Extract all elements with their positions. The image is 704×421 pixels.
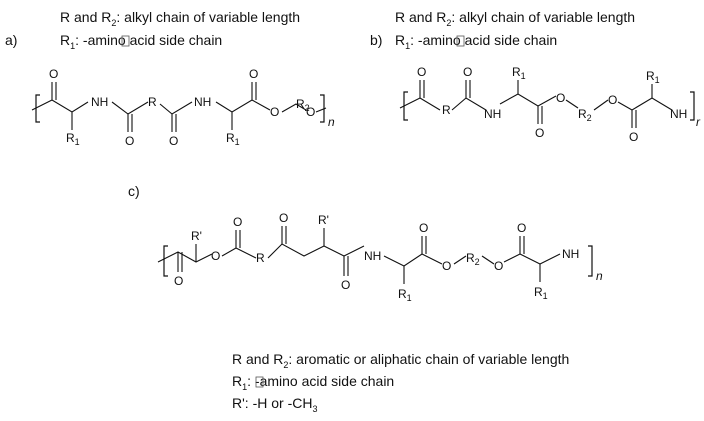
panel-b-legend-line2: R1: -amino acid side chain <box>395 32 557 51</box>
atom-o: O <box>306 105 315 119</box>
atom-nh: NH <box>484 107 501 121</box>
right-bracket <box>588 245 593 277</box>
missing-glyph-box <box>456 35 465 47</box>
atom-nh: NH <box>562 247 579 261</box>
atom-r1: R1 <box>398 287 412 303</box>
atom-o: O <box>556 91 565 105</box>
atom-o: O <box>629 130 638 144</box>
atom-r1: R1 <box>534 285 548 301</box>
panel-b-legend-line1: R and R2: alkyl chain of variable length <box>395 9 635 28</box>
panel-c-legend-line2: R1: -amino acid side chain <box>232 373 394 392</box>
atom-o: O <box>233 215 242 229</box>
atom-o: O <box>174 274 183 288</box>
atom-nh: NH <box>364 249 381 263</box>
missing-glyph-box <box>255 376 264 388</box>
atom-o: O <box>494 259 503 273</box>
left-bracket <box>35 94 40 123</box>
repeat-index: n <box>328 115 335 129</box>
atom-r2: R2 <box>296 97 310 113</box>
atom-o: O <box>608 93 617 107</box>
panel-b-label: b) <box>370 32 382 48</box>
atom-o: O <box>211 249 220 263</box>
atom-nh: NH <box>91 95 108 109</box>
panel-b: R and R2: alkyl chain of variable length… <box>370 9 701 144</box>
atom-o: O <box>249 67 258 81</box>
atom-r1: R1 <box>512 65 526 81</box>
atom-r: R <box>148 95 157 109</box>
atom-nh: NH <box>670 107 687 121</box>
panel-a-legend-line2: R1: -amino acid side chain <box>60 32 222 51</box>
panel-a-legend-line1: R and R2: alkyl chain of variable length <box>60 9 300 28</box>
atom-o: O <box>442 259 451 273</box>
right-bracket <box>690 91 695 121</box>
atom-nh: NH <box>194 95 211 109</box>
left-bracket <box>163 245 168 277</box>
panel-a-structure: O NH R O O NH O O R2 O R1 R1 n <box>31 67 335 148</box>
repeat-index: r <box>696 115 701 129</box>
panel-c-structure: R' O O O R O R' O NH O O R2 O O NH R1 R1… <box>157 211 603 303</box>
panel-a-label: a) <box>5 32 17 48</box>
atom-o: O <box>417 65 426 79</box>
atom-o: O <box>49 67 58 81</box>
atom-o: O <box>341 278 350 292</box>
atom-o: O <box>517 221 526 235</box>
atom-o: O <box>270 105 279 119</box>
atom-r1: R1 <box>66 131 80 147</box>
atom-r1: R1 <box>646 69 660 85</box>
atom-r-prime: R' <box>318 213 329 227</box>
atom-o: O <box>125 134 134 148</box>
atom-r: R <box>442 103 451 117</box>
atom-r2: R2 <box>466 251 480 267</box>
atom-o: O <box>463 65 472 79</box>
atom-o: O <box>535 126 544 140</box>
atom-r1: R1 <box>226 131 240 147</box>
panel-a: R and R2: alkyl chain of variable length… <box>5 9 335 148</box>
repeat-index: n <box>596 269 603 283</box>
backbone-bond <box>31 99 89 113</box>
missing-glyph-box <box>121 35 130 47</box>
atom-r-prime: R' <box>191 229 202 243</box>
panel-c-legend-line1: R and R2: aromatic or aliphatic chain of… <box>232 351 569 370</box>
panel-c-legend-line3: R': -H or -CH3 <box>232 395 317 414</box>
atom-r: R <box>256 251 265 265</box>
atom-o: O <box>419 221 428 235</box>
panel-b-structure: O R O NH R1 O O R2 O O R1 NH r <box>399 65 701 144</box>
panel-c: c) R' <box>128 183 603 414</box>
atom-o: O <box>279 211 288 225</box>
panel-c-label: c) <box>128 183 140 199</box>
atom-o: O <box>169 134 178 148</box>
atom-r2: R2 <box>578 107 592 123</box>
